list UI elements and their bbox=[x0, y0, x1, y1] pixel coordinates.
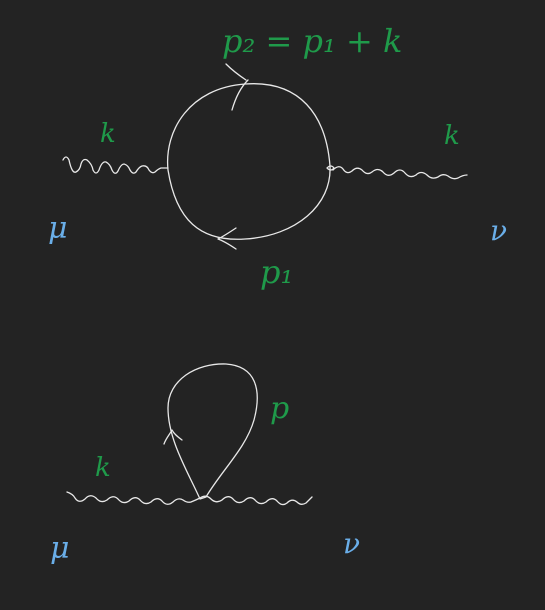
top-left-photon-momentum-label: k bbox=[100, 119, 116, 149]
top-loop-upper-momentum-label: p₂ = p₁ + k bbox=[222, 22, 402, 60]
top-right-index-label: ν bbox=[490, 214, 507, 247]
top-right-photon-momentum-label: k bbox=[444, 121, 460, 151]
bottom-right-index-label: ν bbox=[343, 527, 360, 560]
top-right-photon-line bbox=[332, 166, 468, 180]
top-left-photon-line bbox=[62, 156, 169, 174]
top-upper-arrow bbox=[225, 63, 249, 111]
bottom-loop-momentum-label: p bbox=[270, 391, 289, 426]
top-fermion-loop bbox=[166, 83, 331, 240]
top-right-vertex bbox=[326, 165, 335, 171]
top-loop-lower-momentum-label: p₁ bbox=[260, 253, 293, 291]
bottom-left-index-label: μ bbox=[50, 531, 70, 566]
top-lower-arrow bbox=[217, 227, 237, 250]
top-diagram: p₂ = p₁ + k p₁ k k μ ν bbox=[48, 22, 507, 291]
top-left-index-label: μ bbox=[48, 211, 68, 246]
bottom-photon-momentum-label: k bbox=[95, 453, 111, 483]
bottom-fermion-loop bbox=[167, 363, 258, 500]
bottom-diagram: p k μ ν bbox=[50, 363, 360, 566]
bottom-photon-line bbox=[66, 491, 313, 506]
bottom-loop-arrow bbox=[163, 429, 183, 445]
